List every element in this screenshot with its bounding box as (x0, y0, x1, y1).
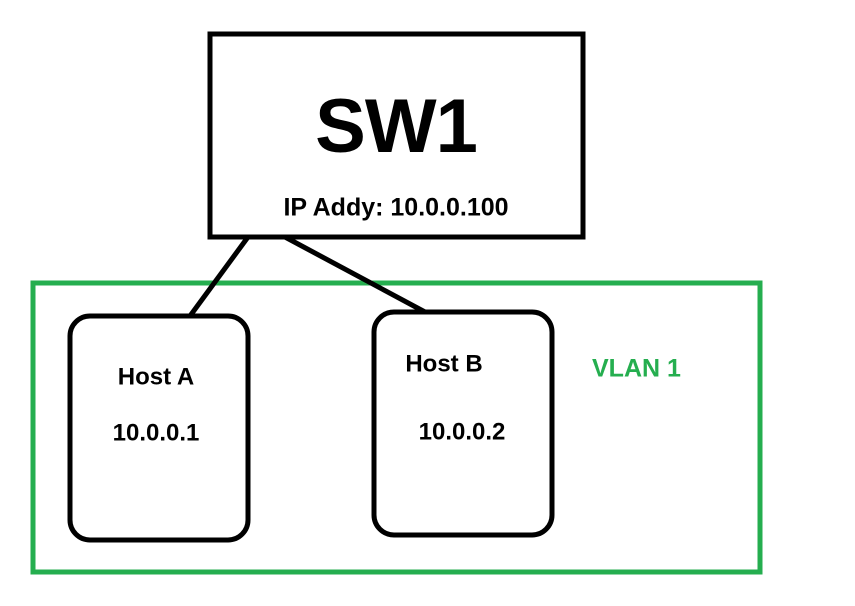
link-sw1-to-host-a (187, 235, 251, 318)
switch-sw1-box (207, 31, 586, 240)
link-sw1-to-host-b (283, 234, 427, 315)
switch-sw1-title: SW1 (315, 84, 477, 169)
host-b-box (371, 309, 555, 538)
host-a-ip: 10.0.0.1 (113, 419, 200, 446)
vlan-label: VLAN 1 (592, 355, 681, 383)
vlan-boundary-rect (30, 280, 763, 575)
host-b-ip: 10.0.0.2 (419, 418, 506, 445)
switch-sw1-ip-label: IP Addy: 10.0.0.100 (283, 194, 508, 222)
host-a-box (67, 313, 251, 543)
host-a-label: Host A (118, 363, 194, 390)
host-b-label: Host B (405, 350, 482, 377)
